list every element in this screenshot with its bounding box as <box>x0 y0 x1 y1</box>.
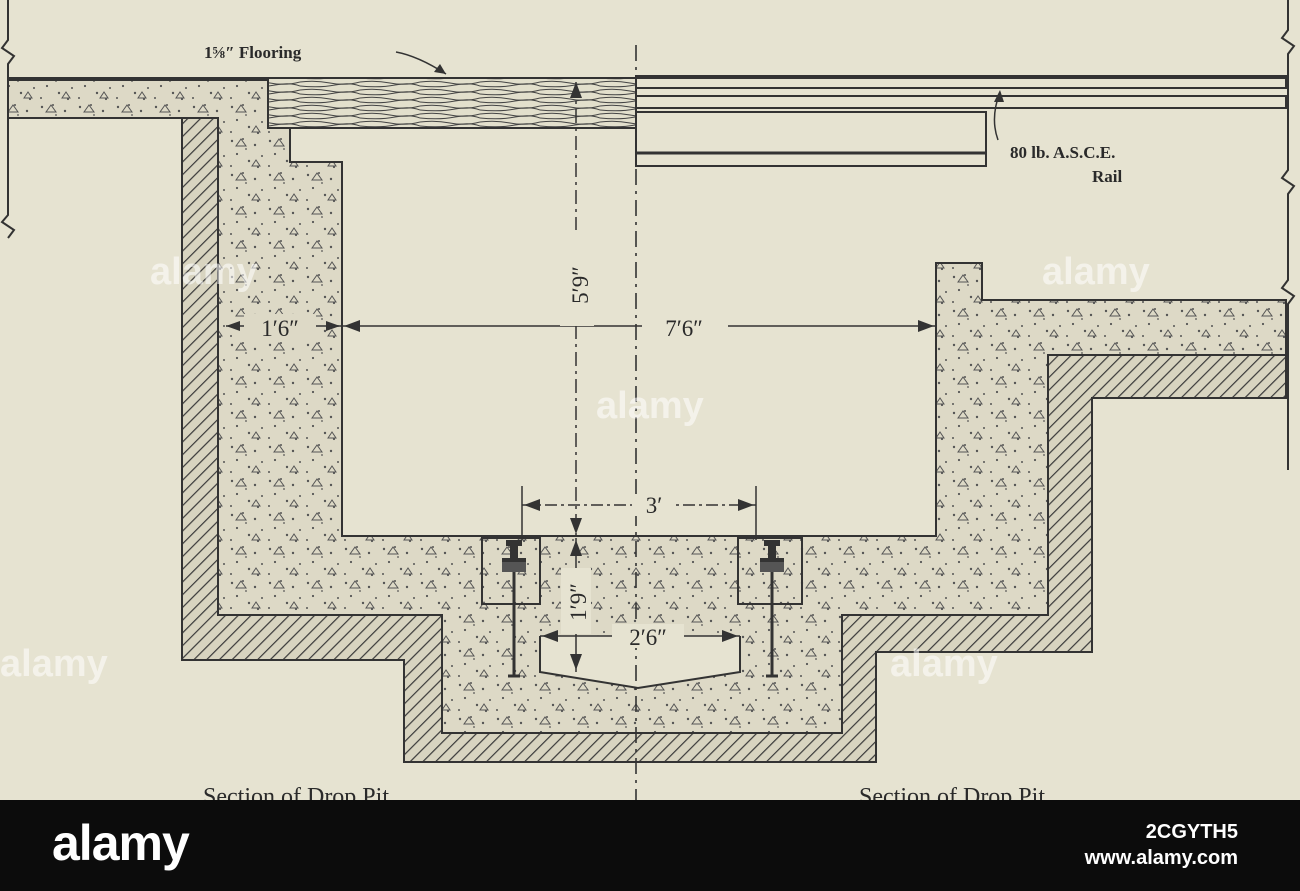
rail-gauge-label: 3′ <box>646 493 663 518</box>
arrow-width-left <box>344 320 360 332</box>
rail-label-line1: 80 lb. A.S.C.E. <box>1010 143 1115 162</box>
rail-girder <box>635 111 987 167</box>
stock-footer-bar: alamy 2CGYTH5 www.alamy.com <box>0 800 1300 891</box>
watermark-left: alamy <box>0 643 108 685</box>
arrow-gauge-right <box>738 499 754 511</box>
watermark-center: alamy <box>596 385 704 427</box>
arrow-lower-top <box>570 540 582 556</box>
wall-dimension-label: 1′6″ <box>261 316 299 341</box>
caption-left: Section of Drop Pit <box>203 784 389 800</box>
site-link[interactable]: www.alamy.com <box>1084 847 1238 869</box>
rail-label-line2: Rail <box>1092 167 1123 186</box>
steel-plate-lower <box>635 95 1287 109</box>
break-line-left <box>0 0 16 239</box>
arrow-depth-top <box>570 82 582 98</box>
arrow-bottom-left <box>542 630 558 642</box>
arrow-wall-left <box>226 321 240 331</box>
depth-dimension-label: 5′9″ <box>568 266 593 304</box>
concrete-walls <box>7 79 1287 734</box>
arrow-gauge-left <box>524 499 540 511</box>
pit-bottom-trough <box>539 636 741 690</box>
brand-logo[interactable]: alamy <box>52 815 190 871</box>
arrow-bottom-right <box>722 630 738 642</box>
arrow-wall-right <box>326 321 340 331</box>
rail-block-right <box>737 537 803 678</box>
arrow-width-right <box>918 320 934 332</box>
image-id: 2CGYTH5 <box>1145 821 1238 843</box>
rail-block-left <box>481 537 541 678</box>
watermark-lowright: alamy <box>890 643 998 685</box>
lower-depth-label: 1′9″ <box>566 583 591 621</box>
break-line-right <box>1280 0 1296 470</box>
watermark-topleft: alamy <box>150 251 258 293</box>
caption-right: Section of Drop Pit <box>859 784 1045 800</box>
watermark-topright: alamy <box>1042 251 1150 293</box>
stock-id-block: 2CGYTH5 www.alamy.com <box>1085 819 1238 871</box>
bottom-width-label: 2′6″ <box>629 625 667 650</box>
timber-flooring <box>267 77 637 129</box>
flooring-label: 1⅝″ Flooring <box>204 43 302 62</box>
arrow-lower-bottom <box>570 654 582 670</box>
arrow-depth-bottom <box>570 518 582 534</box>
drop-pit-section-drawing: 5′9″ 7′6″ 1′6″ 3′ 1′9″ 2′6″ 1⅝″ Flooring… <box>0 0 1296 800</box>
width-dimension-label: 7′6″ <box>665 316 703 341</box>
